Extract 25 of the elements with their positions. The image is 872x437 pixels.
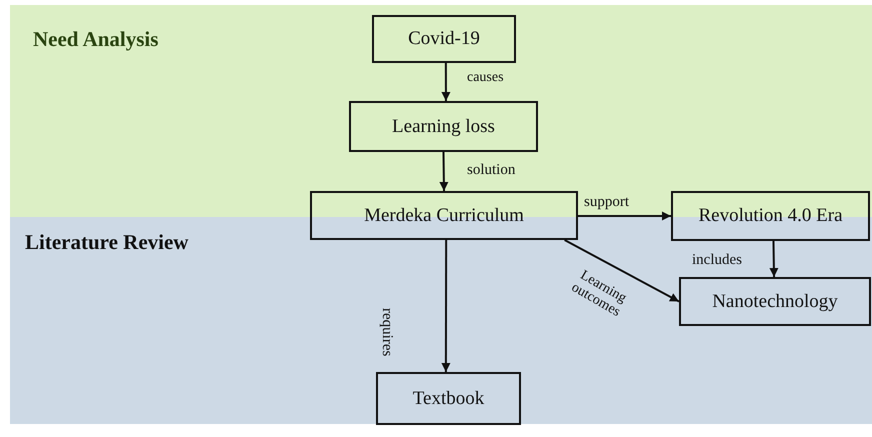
process-box [671,191,870,241]
process-box [679,277,871,326]
process-box [310,191,578,240]
section-heading: Literature Review [25,230,188,255]
box-label: Nanotechnology [712,290,838,312]
box-label: Covid-19 [408,28,480,50]
box-label: Textbook [412,388,484,410]
arrow [564,239,680,302]
arrow [441,240,450,372]
arrow [769,240,778,278]
process-box [349,101,538,152]
arrow [439,152,448,192]
arrow [578,212,671,220]
edge-label: support [584,194,629,210]
process-box [372,15,516,63]
arrow [441,63,450,101]
edge-label: includes [692,252,742,268]
box-label: Revolution 4.0 Era [698,205,843,227]
section-heading: Need Analysis [33,27,158,52]
edge-label: causes [467,70,504,86]
box-label: Merdeka Curriculum [364,204,524,226]
edge-label: solution [467,162,516,178]
box-label: Learning loss [392,116,495,138]
process-box [376,372,521,425]
edge-label: requires [378,308,395,356]
